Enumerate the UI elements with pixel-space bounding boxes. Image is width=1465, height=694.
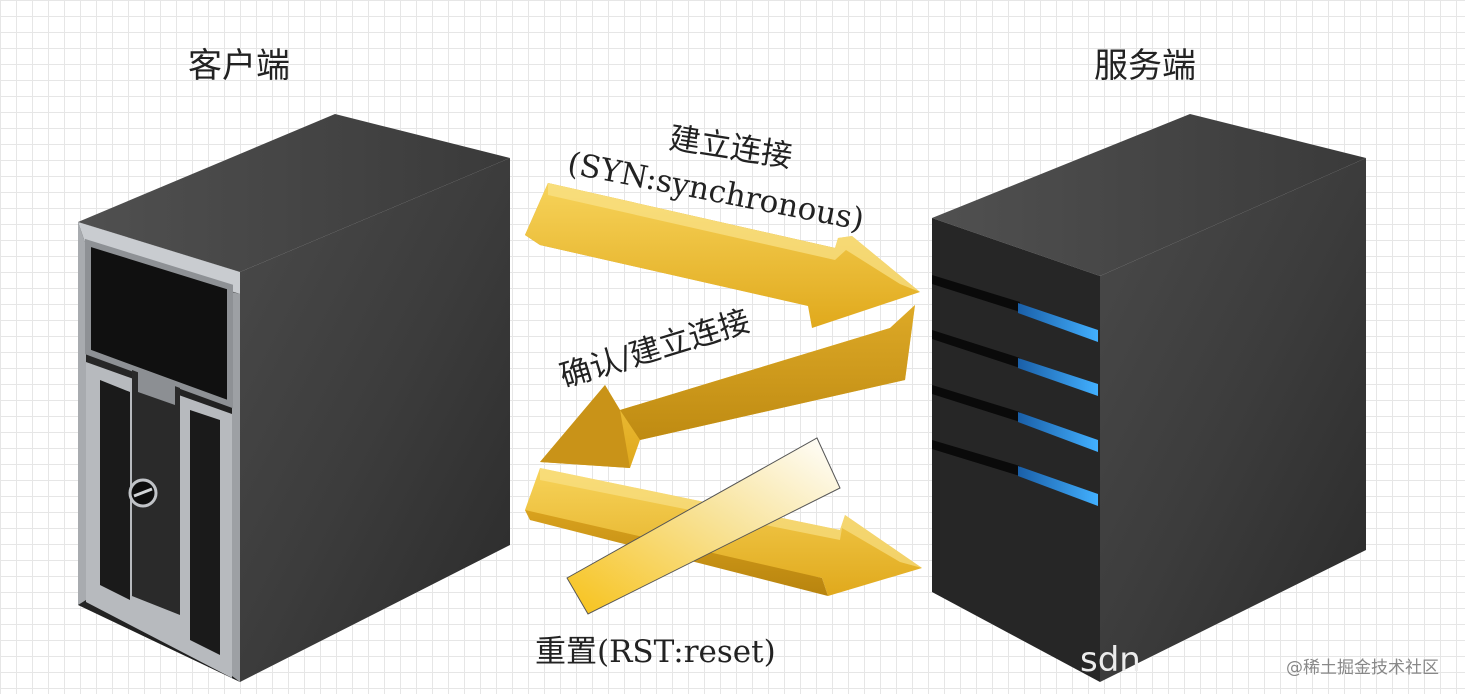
syn-arrow xyxy=(525,183,920,328)
client-title: 客户端 xyxy=(188,46,290,86)
server-title: 服务端 xyxy=(1094,46,1196,86)
watermark-faint-text: sdn xyxy=(1080,640,1141,680)
ack-arrow xyxy=(540,305,915,468)
server-drive-slots xyxy=(932,275,1020,476)
client-computer xyxy=(78,114,510,682)
reset-block-bar xyxy=(566,437,841,615)
watermark-brand: @稀土掘金技术社区 xyxy=(1286,658,1439,678)
rst-label: 重置(RST:reset) xyxy=(535,634,776,670)
server-status-leds xyxy=(1018,303,1098,506)
server-computer xyxy=(932,114,1366,682)
